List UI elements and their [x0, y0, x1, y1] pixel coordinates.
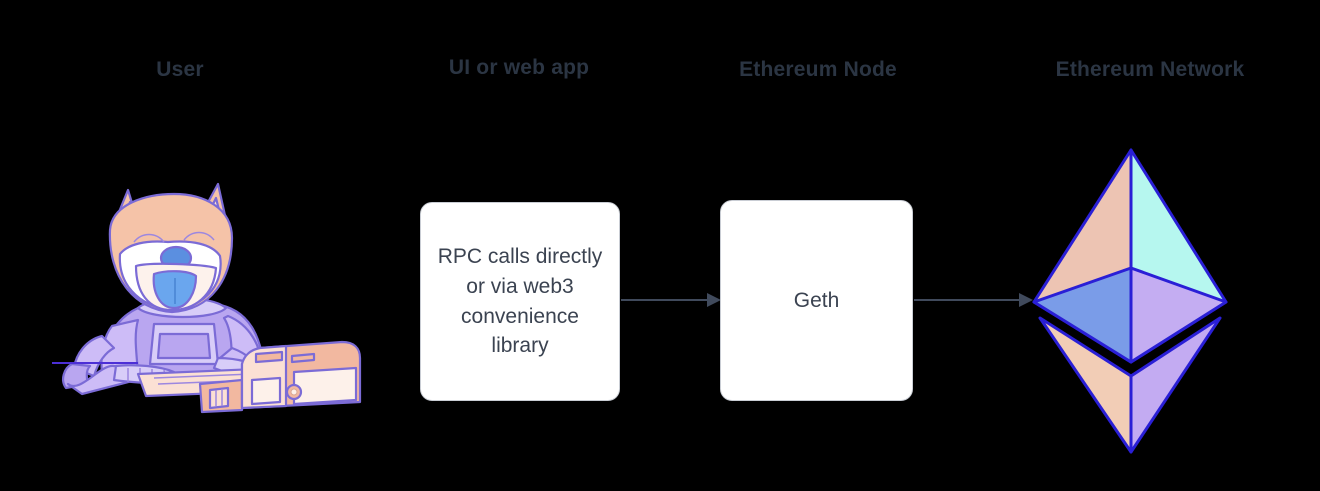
arrow-shaft: [914, 299, 1020, 301]
node-box-geth[interactable]: Geth: [720, 200, 913, 401]
node-box-rpc-label: RPC calls directly or via web3 convenien…: [437, 244, 603, 358]
user-illustration: .ol { stroke:#7b6bd6; stroke-width:2.2; …: [42, 168, 372, 414]
column-label-ethereum-network: Ethereum Network: [1055, 58, 1245, 81]
arrow-geth-to-network: [914, 293, 1033, 307]
desk-surface-line: [52, 362, 138, 364]
column-label-ethereum-node: Ethereum Node: [739, 58, 897, 81]
arrow-shaft: [621, 299, 708, 301]
arrow-head-icon: [707, 293, 721, 307]
ethereum-logo-icon: [1026, 140, 1234, 460]
node-box-geth-label: Geth: [793, 288, 840, 312]
column-label-ui-or-web-app: UI or web app: [448, 56, 590, 79]
node-box-rpc-calls[interactable]: RPC calls directly or via web3 convenien…: [420, 202, 620, 401]
arrow-rpc-to-geth: [621, 293, 721, 307]
arrow-head-icon: [1019, 293, 1033, 307]
column-label-user: User: [156, 58, 204, 81]
